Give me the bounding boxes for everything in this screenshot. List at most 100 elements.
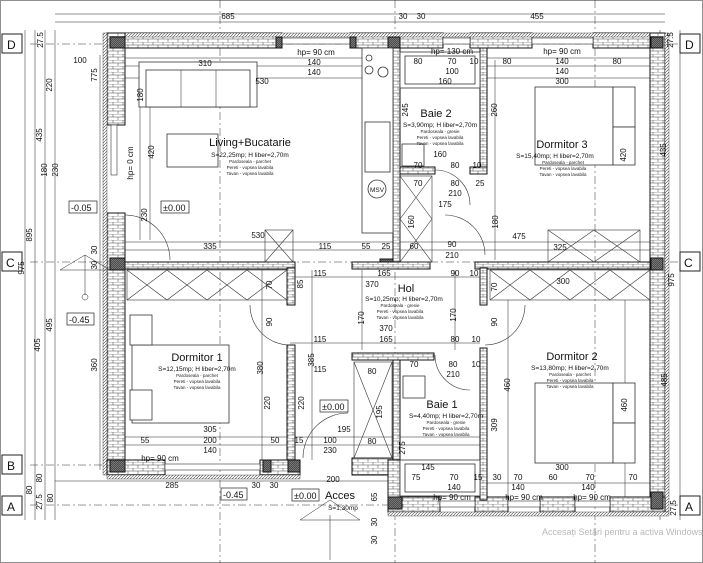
dim-label: 160 (433, 150, 447, 159)
dim-label: 27.5 (35, 494, 44, 510)
dim-label: 115 (314, 269, 327, 278)
room-name: Hol (398, 283, 415, 295)
room-living-bucatarie: Living+Bucatarie S=22,25mp; H liber=2,70… (209, 137, 291, 176)
dim-label: 485 (660, 373, 669, 387)
room-finish: Pardoseala - gresie (426, 420, 466, 425)
terrace-steps (59, 254, 111, 295)
window-baie-2[interactable] (442, 37, 471, 45)
level-tag: -0.45 (69, 315, 90, 325)
dim-label: hp= 130 cm (431, 47, 473, 56)
dim-label: 100 (445, 67, 459, 76)
dim-label: 310 (198, 59, 212, 68)
dim-label: 70 (629, 473, 638, 482)
dim-label: 70 (490, 282, 499, 291)
room-finish: Pereti - vopsea lavabila (174, 379, 221, 384)
room-labels: Living+Bucatarie S=22,25mp; H liber=2,70… (158, 108, 609, 512)
dim-label: 30 (252, 481, 261, 490)
room-finish: Tavan - vopsea lavabila (226, 171, 274, 176)
sink-baie-2 (401, 143, 425, 167)
door-baie-2[interactable] (434, 169, 471, 206)
room-name: Baie 1 (426, 399, 457, 411)
window-dormitor-2-right[interactable] (574, 500, 611, 508)
windows[interactable] (110, 37, 611, 508)
window-dormitor-1[interactable] (164, 463, 261, 471)
room-dormitor-2: Dormitor 2 S=13,80mp; H liber=2,70m Pard… (531, 351, 609, 389)
level-tag: -0.05 (71, 203, 92, 213)
dim-label: 175 (438, 200, 452, 209)
washing-machine (367, 179, 387, 199)
door-swings[interactable] (124, 169, 526, 459)
dim-label: 30 (90, 245, 99, 254)
door-baie-1[interactable] (434, 354, 471, 391)
room-finish: Pereti - vopsea lavabila (227, 165, 274, 170)
room-baie-2: Baie 2 S=3,90mp; H liber=2,70m Pardoseal… (403, 108, 477, 146)
dim-label: 170 (357, 311, 366, 325)
dim-label: 27.5 (666, 32, 675, 48)
window-baie-1[interactable] (439, 500, 476, 508)
room-finish: Pardoseala - gresie (420, 129, 460, 134)
dim-label: 60 (410, 242, 419, 251)
dim-label: 30 (493, 473, 502, 482)
door-living-terrace[interactable] (124, 214, 171, 261)
dim-label: 140 (447, 483, 461, 492)
dim-label: 80 (368, 367, 377, 376)
stove-burner (364, 65, 374, 75)
axis-label-D-right: D (685, 38, 694, 52)
dim-label: 195 (375, 405, 384, 419)
room-finish: Pereti - vopsea lavabila (540, 166, 587, 171)
dim-label: 160 (438, 77, 452, 86)
door-entrance[interactable] (302, 412, 349, 459)
dim-label: 195 (337, 425, 351, 434)
door-dormitor-2[interactable] (484, 304, 526, 346)
level-tag: ±0.00 (163, 203, 185, 213)
dim-label: 80 (503, 57, 512, 66)
window-dormitor-3[interactable] (531, 37, 594, 45)
dim-label: 80 (414, 57, 423, 66)
dim-label: 200 (203, 436, 217, 445)
room-dormitor-1: Dormitor 1 S=12,15mp; H liber=2,70m Pard… (158, 352, 236, 390)
window-living[interactable] (281, 37, 351, 45)
room-finish: Pereti - vopsea lavabila (423, 426, 470, 431)
dim-label: 25 (476, 179, 485, 188)
dim-label: 25 (382, 242, 391, 251)
door-dormitor-3[interactable] (444, 214, 486, 256)
wardrobes (126, 175, 651, 459)
dim-label: 360 (90, 358, 99, 372)
dim-label: hp= 90 cm (141, 454, 179, 463)
dim-label: 200 (326, 475, 340, 484)
dim-label: 530 (251, 231, 265, 240)
window-dormitor-2-left[interactable] (507, 500, 541, 508)
dim-label: 145 (421, 463, 435, 472)
dim-label: 370 (379, 324, 393, 333)
dim-label: 775 (90, 68, 99, 82)
dim-label: 170 (449, 308, 458, 322)
dim-label: 975 (17, 261, 26, 275)
window-living-door[interactable] (110, 124, 118, 176)
dim-label: 305 (203, 425, 217, 434)
dim-label: 115 (314, 365, 327, 374)
dim-label: 80 (46, 493, 55, 502)
dim-label: 975 (667, 273, 676, 287)
dim-label: 10 (472, 360, 481, 369)
dim-label: 115 (314, 335, 327, 344)
room-finish: Tavan - vopsea lavabila (539, 172, 587, 177)
level-tag: ±0.00 (294, 491, 316, 501)
furniture (59, 47, 651, 560)
dim-label: hp= 90 cm (433, 493, 471, 502)
room-finish: Pereti - vopsea lavabila (377, 309, 424, 314)
dim-label: 455 (530, 12, 544, 21)
dim-label: 15 (295, 436, 304, 445)
dim-label: 90 (448, 240, 457, 249)
room-area: S=3,90mp; H liber=2,70m (403, 122, 477, 129)
room-finish: Tavan - vopsea lavabila (422, 432, 470, 437)
dim-label: 70 (410, 360, 419, 369)
dimension-labels: 685 30 30 455 100 775 220 435 180 230 89… (17, 12, 678, 544)
room-name: Dormitor 2 (546, 351, 597, 363)
dim-label: 300 (556, 277, 570, 286)
room-dormitor-3: Dormitor 3 S=15,40mp; H liber=2,70m Pard… (516, 139, 594, 177)
room-finish: Tavan - vopsea lavabila (376, 315, 424, 320)
door-dormitor-1[interactable] (249, 304, 291, 346)
dim-label: hp= 90 cm (505, 493, 543, 502)
dim-label: 115 (319, 242, 332, 251)
dim-label: 180 (491, 215, 500, 229)
